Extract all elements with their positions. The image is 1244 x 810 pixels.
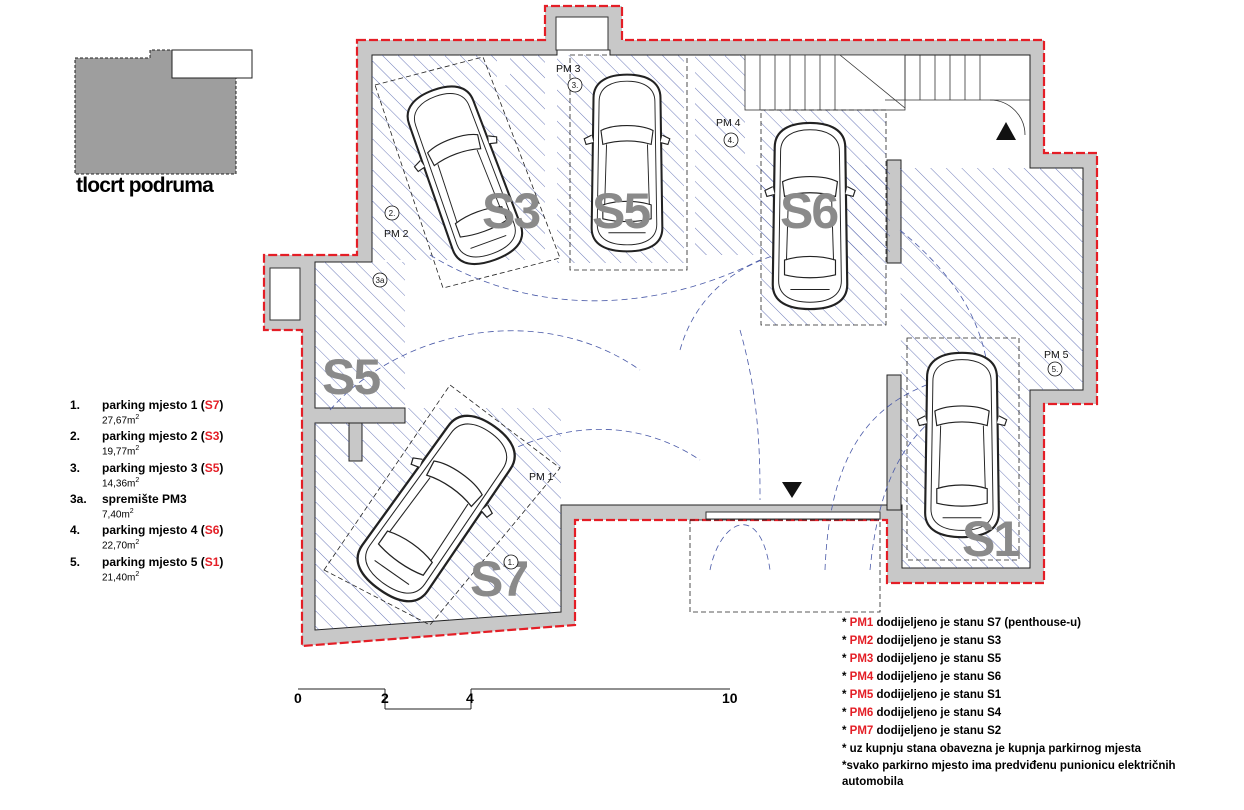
extra-note: * uz kupnju stana obavezna je kupnja par…: [842, 743, 1142, 755]
thumbnail-caption: tlocrt podruma: [76, 174, 214, 197]
note-pm: PM3: [849, 653, 874, 665]
legend-item: 5. parking mjesto 5 (S1): [70, 555, 290, 569]
assignment-note: * PM4 dodijeljeno je stanu S6: [842, 671, 1002, 683]
car-pm5: [916, 351, 1008, 539]
legend-area-sup: 2: [135, 414, 140, 421]
legend-text: parking mjesto 1 (S7): [102, 398, 224, 412]
staircase: [744, 54, 1030, 136]
scale-bar: [298, 688, 730, 710]
legend-area: 7,40m2: [102, 507, 134, 521]
legend-item: 1. parking mjesto 1 (S7): [70, 398, 290, 412]
legend-area: 21,40m2: [102, 570, 140, 583]
scale-label-4: 4: [466, 690, 474, 706]
legend-area: 14,36m2: [102, 476, 140, 489]
legend-area-sup: 2: [135, 445, 140, 453]
unit-label-s5-store: S5: [322, 349, 380, 405]
legend-area-sup: 2: [135, 476, 140, 484]
legend-item: 2. parking mjesto 2 (S3): [70, 429, 290, 443]
parking-outlines: [323, 54, 1020, 626]
note-pm: PM5: [849, 689, 874, 701]
legend-area: 27,67m2: [102, 414, 140, 427]
legend-item: 4. parking mjesto 4 (S6): [70, 523, 290, 537]
spot-marker-4: 4.: [728, 136, 735, 145]
scale-label-0: 0: [294, 690, 302, 706]
legend-area: 22,70m2: [102, 539, 140, 552]
spot-label-pm4: PM 4: [716, 117, 741, 129]
spot-label-pm3: PM 3: [556, 63, 581, 75]
entry-arrow-icon: [782, 482, 802, 498]
legend-number: 5.: [70, 554, 81, 569]
legend-text: parking mjesto 2 (S3): [102, 429, 224, 444]
spot-marker-2: 2.: [389, 209, 396, 218]
legend-number: 2.: [70, 429, 81, 444]
legend-number: 4.: [70, 523, 81, 538]
note-pm: PM4: [849, 671, 874, 683]
spot-marker-1: 1.: [508, 558, 515, 567]
legend-area-sup: 2: [135, 570, 140, 578]
legend-item: 3a. spremište PM3: [70, 492, 290, 506]
assignment-note: * PM2 dodijeljeno je stanu S3: [842, 635, 1002, 647]
note-pm: PM1: [849, 617, 874, 629]
note-pm: PM7: [849, 725, 874, 737]
note-pm: PM6: [849, 707, 874, 719]
unit-label-s7: S7: [470, 551, 527, 607]
spot-label-pm5: PM 5: [1044, 349, 1069, 361]
assignment-note: * PM1 dodijeljeno je stanu S7 (penthouse…: [842, 617, 1081, 629]
unit-label-s3: S3: [482, 183, 539, 239]
assignment-note: * PM3 dodijeljeno je stanu S5: [842, 653, 1002, 665]
spot-label-pm1: PM 1: [529, 471, 554, 483]
assignment-note: * PM5 dodijeljeno je stanu S1: [842, 689, 1002, 701]
assignment-note: * PM6 dodijeljeno je stanu S4: [842, 707, 1002, 719]
legend-text: parking mjesto 5 (S1): [102, 554, 224, 569]
unit-label-s5-top: S5: [592, 183, 650, 239]
scale-label-10: 10: [722, 690, 738, 706]
legend-unit: S1: [204, 554, 220, 569]
legend-unit: S6: [204, 523, 220, 538]
assignment-notes: * PM1 dodijeljeno je stanu S7 (penthouse…: [842, 614, 1222, 790]
spot-label-pm2: PM 2: [384, 228, 409, 240]
legend-item: 3. parking mjesto 3 (S5): [70, 461, 290, 475]
garage-door: [705, 511, 881, 520]
legend-text: parking mjesto 4 (S6): [102, 523, 224, 538]
legend-number: 3a.: [70, 491, 87, 506]
legend-area: 19,77m2: [102, 445, 140, 458]
legend-unit: S3: [204, 429, 220, 444]
legend-number: 3.: [70, 460, 81, 475]
note-pm: PM2: [849, 635, 874, 647]
site-thumbnail: [74, 49, 253, 175]
unit-label-s1: S1: [962, 511, 1020, 567]
unit-label-s6: S6: [780, 183, 837, 239]
stair-up-arrow-icon: [996, 122, 1016, 140]
spot-marker-5: 5.: [1052, 365, 1059, 374]
legend-unit: S5: [204, 460, 220, 475]
legend-area-sup: 2: [129, 507, 134, 515]
spot-marker-3: 3.: [572, 81, 579, 90]
legend-text: spremište PM3: [102, 491, 187, 506]
parking-legend: 1. parking mjesto 1 (S7) 27,67m2 2. parking …: [70, 398, 290, 586]
legend-text: parking mjesto 3 (S5): [102, 460, 224, 475]
legend-area-sup: 2: [135, 539, 140, 547]
legend-unit: S7: [204, 398, 220, 412]
assignment-note: * PM7 dodijeljeno je stanu S2: [842, 725, 1002, 737]
scale-label-2: 2: [381, 690, 389, 706]
extra-note: *svako parkirno mjesto ima predviđenu pu…: [842, 760, 1176, 788]
spot-marker-3a: 3a: [376, 276, 385, 285]
legend-number: 1.: [70, 398, 81, 412]
